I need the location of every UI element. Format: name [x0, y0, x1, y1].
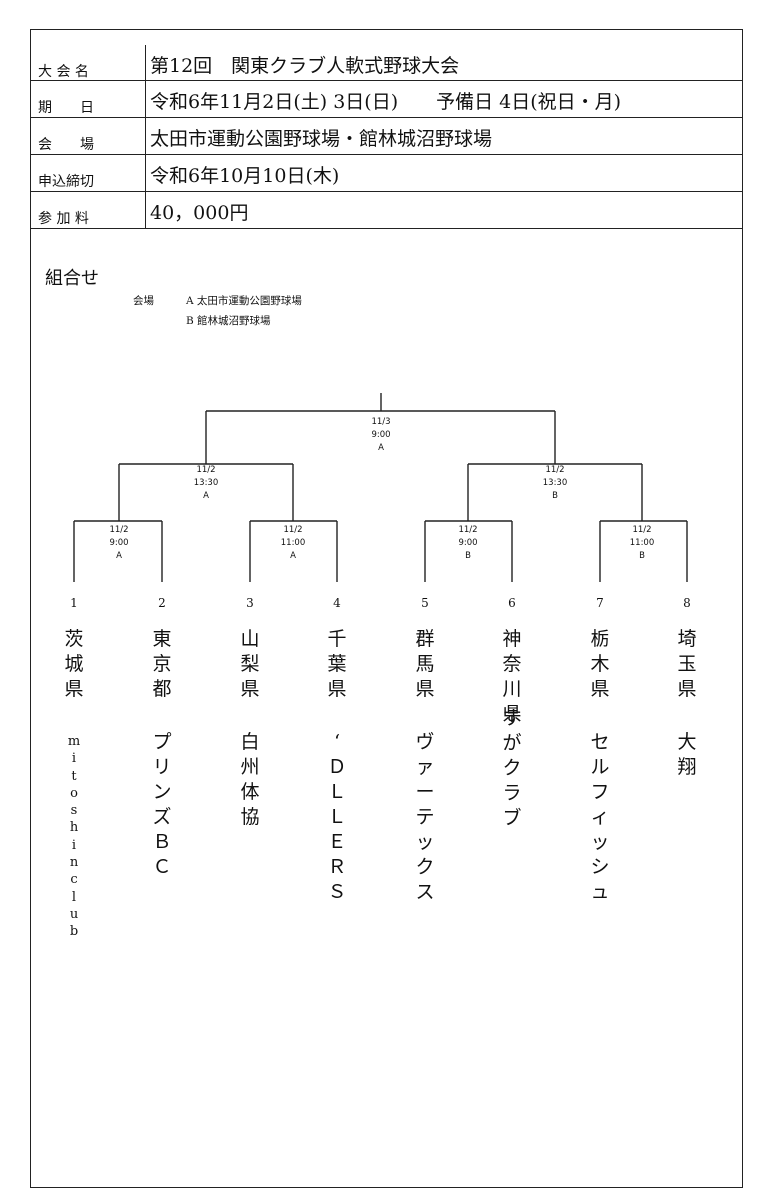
team-name: セ ル フ ィ ッ シ ュ	[590, 731, 610, 903]
seed-number: 1	[70, 596, 78, 610]
team-name: 白 州 体 協	[240, 731, 260, 828]
section-title-pairings: 組合せ	[45, 268, 99, 289]
team-prefecture: 茨 城 県	[64, 628, 84, 700]
info-value-deadline: 令和6年10月10日(木)	[150, 165, 340, 187]
match-venue: A	[290, 551, 296, 561]
match-date: 11/2	[458, 525, 478, 535]
info-value-venue: 太田市運動公園野球場・館林城沼野球場	[150, 128, 493, 150]
match-label-q2: 11/2 11:00 A	[263, 524, 323, 563]
info-row-tournament-name: 大 会 名 第12回 関東クラブ人軟式野球大会	[31, 45, 742, 81]
match-label-q1: 11/2 9:00 A	[89, 524, 149, 563]
match-label-final: 11/3 9:00 A	[351, 416, 411, 455]
match-time: 9:00	[458, 538, 478, 548]
match-time: 11:00	[280, 538, 306, 548]
info-row-deadline: 申込締切 令和6年10月10日(木)	[31, 155, 742, 192]
info-label-venue: 会 場	[31, 118, 146, 154]
match-venue: A	[378, 443, 384, 453]
match-label-semi-left: 11/2 13:30 A	[176, 464, 236, 503]
match-date: 11/2	[283, 525, 303, 535]
match-date: 11/3	[371, 417, 391, 427]
match-time: 13:30	[542, 478, 568, 488]
match-label-semi-right: 11/2 13:30 B	[525, 464, 585, 503]
tournament-bracket	[73, 393, 688, 582]
team-name: ‘ Ｄ Ｌ Ｌ Ｅ Ｒ Ｓ	[327, 731, 347, 903]
match-venue: B	[552, 491, 558, 501]
venue-legend-a: A 太田市運動公園野球場	[186, 295, 302, 307]
match-time: 9:00	[371, 430, 391, 440]
team-prefecture: 群 馬 県	[415, 628, 435, 700]
match-label-q3: 11/2 9:00 B	[438, 524, 498, 563]
match-date: 11/2	[109, 525, 129, 535]
info-value-fee: 40，000円	[150, 202, 249, 224]
seed-number: 3	[246, 596, 254, 610]
match-venue: A	[116, 551, 122, 561]
venue-legend-b: B 館林城沼野球場	[186, 315, 271, 327]
match-venue: B	[465, 551, 471, 561]
team-prefecture: 埼 玉 県	[677, 628, 697, 700]
info-value-dates: 令和6年11月2日(土) 3日(日) 予備日 4日(祝日・月)	[150, 91, 622, 113]
info-value-tournament-name: 第12回 関東クラブ人軟式野球大会	[150, 55, 460, 77]
team-prefecture: 栃 木 県	[590, 628, 610, 700]
info-row-dates: 期 日 令和6年11月2日(土) 3日(日) 予備日 4日(祝日・月)	[31, 81, 742, 118]
venue-legend-heading: 会場	[133, 295, 154, 307]
entry-sheet: 大 会 名 第12回 関東クラブ人軟式野球大会 期 日 令和6年11月2日(土)…	[30, 29, 743, 1188]
info-label-dates: 期 日	[31, 81, 146, 117]
team-name: プ リ ン ズ Ｂ Ｃ	[152, 731, 172, 878]
seed-number: 2	[158, 596, 166, 610]
seed-number: 8	[683, 596, 691, 610]
team-name: す が ク ラ ブ	[502, 707, 522, 829]
team-name: ヴ ァ ー テ ッ ク ス	[415, 731, 435, 903]
match-venue: B	[639, 551, 645, 561]
team-prefecture: 千 葉 県	[327, 628, 347, 700]
match-time: 9:00	[109, 538, 129, 548]
team-prefecture: 東 京 都	[152, 628, 172, 700]
info-label-tournament-name: 大 会 名	[31, 45, 146, 80]
seed-number: 4	[333, 596, 341, 610]
team-name: m i t o s h i n c l u b	[67, 734, 81, 940]
info-label-deadline: 申込締切	[31, 155, 146, 191]
match-date: 11/2	[632, 525, 652, 535]
match-date: 11/2	[196, 465, 216, 475]
seed-number: 7	[596, 596, 604, 610]
match-venue: A	[203, 491, 209, 501]
team-prefecture: 神 奈 川 県	[502, 628, 522, 725]
seed-number: 6	[508, 596, 516, 610]
team-name: 大 翔	[677, 731, 697, 778]
info-row-fee: 参 加 料 40，000円	[31, 192, 742, 229]
info-row-venue: 会 場 太田市運動公園野球場・館林城沼野球場	[31, 118, 742, 155]
info-label-fee: 参 加 料	[31, 192, 146, 228]
team-prefecture: 山 梨 県	[240, 628, 260, 700]
match-label-q4: 11/2 11:00 B	[612, 524, 672, 563]
match-date: 11/2	[545, 465, 565, 475]
seed-number: 5	[421, 596, 429, 610]
match-time: 11:00	[629, 538, 655, 548]
match-time: 13:30	[193, 478, 219, 488]
